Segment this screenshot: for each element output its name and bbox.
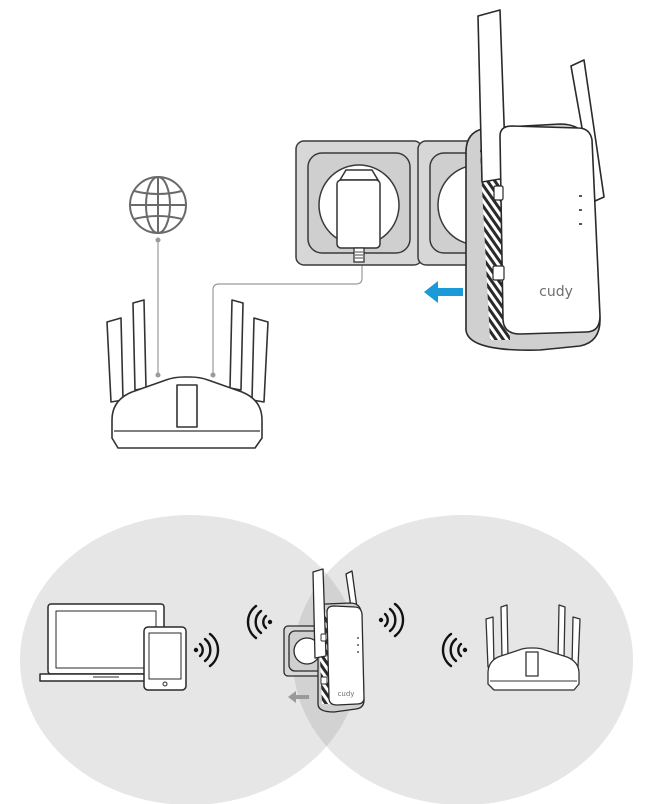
top-setup: cudy	[106, 9, 605, 449]
router-icon	[106, 299, 269, 449]
network-cables	[157, 240, 363, 375]
insert-arrow-small	[288, 691, 309, 703]
power-plug	[336, 169, 381, 263]
range-extender	[465, 9, 605, 351]
insert-arrow	[424, 281, 463, 303]
router-icon-small	[485, 604, 581, 691]
extender-brand-label-small: cudy	[338, 690, 355, 698]
coverage-diagram: cudy	[20, 515, 633, 804]
cable-dot	[210, 372, 216, 378]
wifi-signal-icon	[378, 602, 405, 638]
tablet-icon	[143, 626, 187, 691]
cable-dot	[155, 372, 161, 378]
cable-dot	[155, 237, 161, 243]
coverage-area-left	[20, 515, 360, 804]
globe-icon	[129, 176, 187, 234]
extender-brand-label: cudy	[539, 284, 573, 300]
wifi-signal-icon	[246, 604, 273, 640]
range-extender-small	[283, 568, 365, 713]
wifi-signal-icon	[441, 632, 468, 668]
coverage-area-right	[293, 515, 633, 804]
wifi-signal-icon	[193, 632, 220, 668]
